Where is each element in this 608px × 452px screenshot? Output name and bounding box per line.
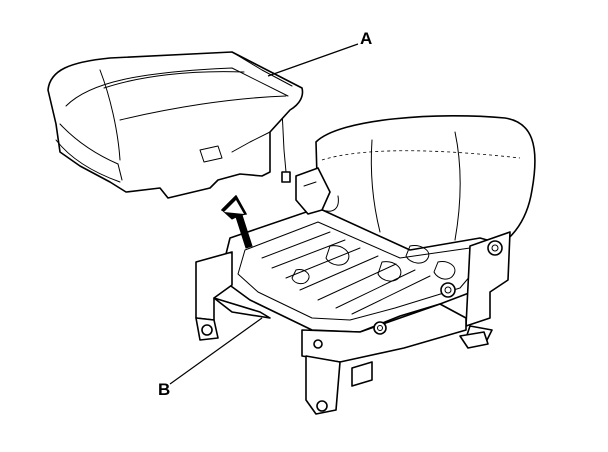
callout-label-b: B <box>158 380 171 399</box>
callout-label-a: A <box>360 29 373 48</box>
leader-line-b <box>169 317 263 385</box>
removal-arrow <box>221 195 253 249</box>
leader-lines <box>169 43 359 385</box>
seat-frame <box>195 207 511 415</box>
seat-belt-buckle <box>281 109 339 215</box>
leader-line-a <box>267 43 359 77</box>
seat-cushion <box>47 51 304 199</box>
